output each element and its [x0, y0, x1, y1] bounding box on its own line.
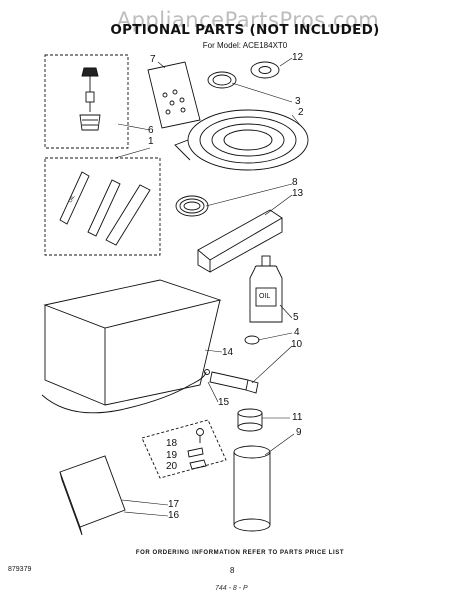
- callout-7: 7: [150, 54, 156, 65]
- callout-14: 14: [222, 347, 234, 358]
- group-box-1: [44, 157, 161, 256]
- callout-19: 19: [166, 450, 178, 461]
- filter-panel: [59, 455, 126, 536]
- callout-9: 9: [296, 427, 302, 438]
- hardware-clip: [187, 447, 204, 458]
- callout-20: 20: [166, 461, 178, 472]
- hardware-bracket: [189, 459, 207, 470]
- group-box-6: [44, 54, 129, 149]
- footer-note: FOR ORDERING INFORMATION REFER TO PARTS …: [135, 550, 345, 556]
- oil-bottle: [249, 255, 283, 323]
- wire-coil: [175, 195, 209, 217]
- power-cord: [41, 369, 210, 414]
- callout-18: 18: [166, 438, 178, 449]
- callout-2: 2: [298, 107, 304, 118]
- callout-12: 12: [292, 52, 304, 63]
- page-number: 8: [230, 566, 235, 575]
- callout-8: 8: [292, 177, 298, 188]
- tube-small: [209, 371, 259, 394]
- handwritten-note: 744 - 8 - P: [215, 585, 248, 592]
- page-title: OPTIONAL PARTS (NOT INCLUDED): [110, 22, 380, 38]
- callout-13: 13: [292, 188, 304, 199]
- oil-bottle-label: OIL: [259, 293, 271, 300]
- callout-5: 5: [293, 312, 299, 323]
- foam-block: [197, 209, 283, 273]
- callout-15: 15: [218, 397, 230, 408]
- foam-packet: [147, 61, 201, 129]
- hardware-group: [141, 419, 227, 479]
- callout-1: 1: [148, 136, 154, 147]
- hardware-screw: [196, 428, 204, 443]
- small-cylinder: [244, 335, 260, 345]
- callout-17: 17: [168, 499, 180, 510]
- tube-set: [59, 171, 151, 246]
- callout-16: 16: [168, 510, 180, 521]
- callout-10: 10: [291, 339, 303, 350]
- small-can: [237, 408, 263, 432]
- callout-11: 11: [292, 412, 303, 423]
- valve-part: [79, 67, 101, 131]
- doc-number: 879379: [8, 566, 32, 573]
- small-tape-coil: [207, 71, 237, 89]
- unit-cover: [43, 279, 222, 406]
- spray-can: [233, 445, 271, 532]
- model-line: For Model: ACE184XT0: [202, 41, 288, 50]
- callout-4: 4: [294, 327, 300, 338]
- tape-roll: [250, 61, 280, 79]
- large-tape-coil: [174, 109, 309, 171]
- callout-3: 3: [295, 96, 301, 107]
- callout-6: 6: [148, 125, 154, 136]
- watermark: AppliancePartsPros.com: [116, 8, 380, 32]
